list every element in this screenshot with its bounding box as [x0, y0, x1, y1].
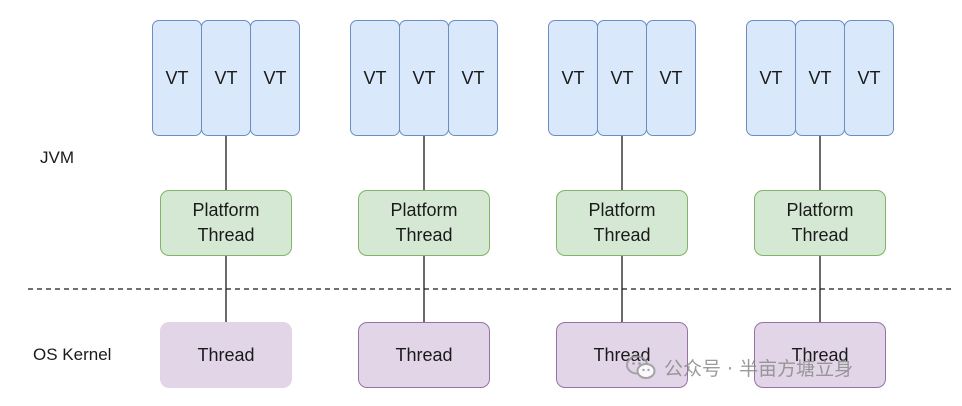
- platform-thread-label: Platform Thread: [588, 200, 656, 245]
- wechat-icon: [626, 355, 656, 379]
- platform-thread-label: Platform Thread: [192, 200, 260, 245]
- platform-thread-label: Platform Thread: [786, 200, 854, 245]
- virtual-thread-box: VT: [844, 20, 894, 136]
- virtual-thread-box: VT: [746, 20, 796, 136]
- platform-thread-box: Platform Thread: [358, 190, 490, 256]
- virtual-thread-box: VT: [548, 20, 598, 136]
- os-thread-box: Thread: [358, 322, 490, 388]
- virtual-thread-box: VT: [795, 20, 845, 136]
- virtual-thread-box: VT: [152, 20, 202, 136]
- virtual-thread-box: VT: [250, 20, 300, 136]
- platform-thread-box: Platform Thread: [160, 190, 292, 256]
- virtual-thread-box: VT: [201, 20, 251, 136]
- platform-thread-box: Platform Thread: [556, 190, 688, 256]
- platform-thread-box: Platform Thread: [754, 190, 886, 256]
- jvm-layer-label: JVM: [40, 148, 74, 167]
- os-thread-box: Thread: [556, 322, 688, 388]
- virtual-thread-box: VT: [646, 20, 696, 136]
- virtual-thread-box: VT: [399, 20, 449, 136]
- virtual-thread-box: VT: [597, 20, 647, 136]
- platform-thread-label: Platform Thread: [390, 200, 458, 245]
- watermark: 公众号 · 半亩方塘立身: [626, 354, 853, 381]
- virtual-thread-box: VT: [448, 20, 498, 136]
- watermark-text: 公众号 · 半亩方塘立身: [664, 358, 854, 380]
- os-thread-box: Thread: [754, 322, 886, 388]
- os-kernel-layer-label: OS Kernel: [33, 345, 112, 364]
- os-thread-box: Thread: [160, 322, 292, 388]
- virtual-thread-box: VT: [350, 20, 400, 136]
